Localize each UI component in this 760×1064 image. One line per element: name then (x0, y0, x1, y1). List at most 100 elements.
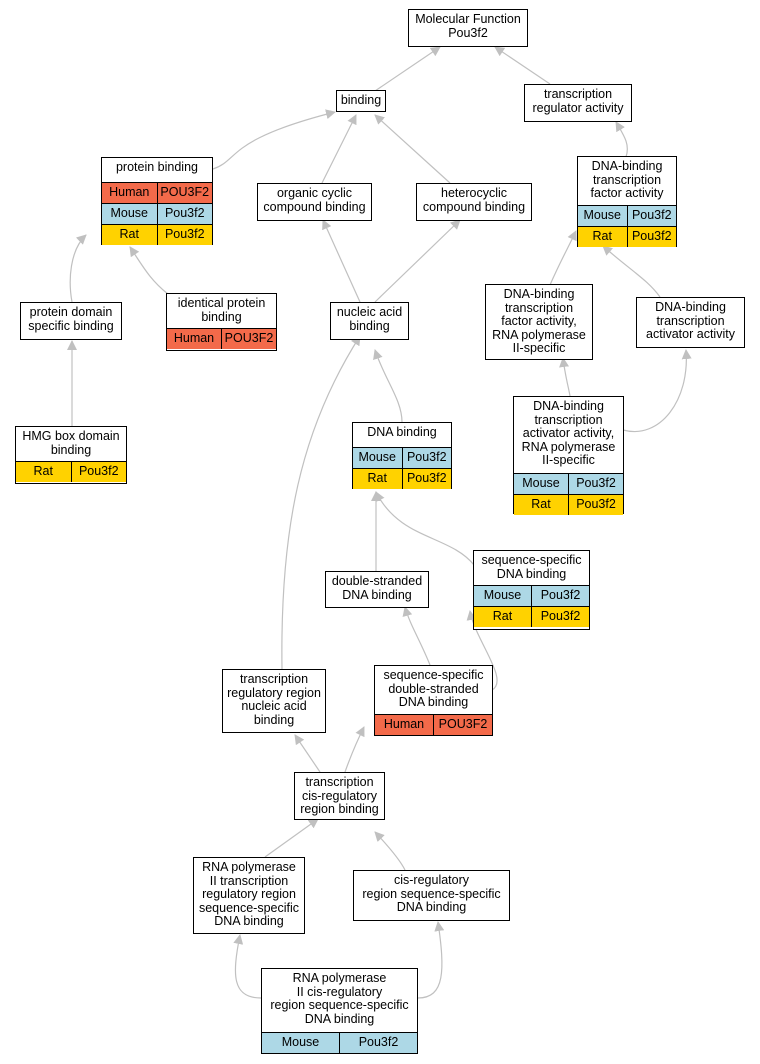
node-protein-domain-specific-binding[interactable]: protein domain specific binding (20, 302, 122, 340)
gene-symbol: Pou3f2 (156, 204, 212, 224)
organism-name: Mouse (474, 586, 531, 606)
node-identical-protein-binding[interactable]: identical protein binding Human POU3F2 (166, 293, 277, 351)
node-label: DNA-binding transcription activator acti… (646, 300, 735, 341)
node-nucleic-acid-binding[interactable]: nucleic acid binding (330, 302, 409, 340)
node-protein-binding[interactable]: protein binding Human POU3F2 Mouse Pou3f… (101, 157, 213, 245)
node-label: transcription cis-regulatory region bind… (300, 775, 379, 816)
node-molecular-function[interactable]: Molecular Function Pou3f2 (408, 9, 528, 47)
edge-dbtaa-to-dbtfa (602, 245, 661, 298)
edge-rp2cis-to-rp2 (233, 934, 262, 999)
node-rnap2-cis-regulatory-region-ssdb[interactable]: RNA polymerase II cis-regulatory region … (261, 968, 418, 1054)
edge-dbtaa2-to-dbtfa2 (559, 357, 571, 397)
org-row: Rat Pou3f2 (353, 468, 451, 489)
edge-tcrrb-to-trrnab (294, 734, 321, 773)
node-label: sequence-specific double-stranded DNA bi… (383, 668, 484, 709)
edge-dbtaa2-to-dbtaa (622, 349, 692, 433)
org-row: Rat Pou3f2 (102, 224, 212, 245)
edge-trrnab-to-nab (281, 335, 361, 670)
node-label: sequence-specific DNA binding (481, 553, 582, 581)
node-label: heterocyclic compound binding (422, 186, 526, 214)
organism-name: Human (375, 715, 433, 735)
edge-tcrrb-to-ssdsdb (344, 726, 365, 773)
gene-symbol: Pou3f2 (568, 474, 623, 494)
node-cis-regulatory-region-ssdb[interactable]: cis-regulatory region sequence-specific … (353, 870, 510, 921)
organism-name: Rat (578, 227, 627, 247)
gene-symbol: Pou3f2 (156, 225, 212, 245)
gene-symbol: POU3F2 (433, 715, 492, 735)
edge-binding-to-mf (374, 46, 441, 92)
org-row: Mouse Pou3f2 (514, 473, 623, 494)
organism-name: Rat (353, 469, 402, 489)
organism-name: Rat (474, 607, 531, 627)
org-row: Rat Pou3f2 (578, 226, 676, 247)
edge-dbtfa2-to-dbtfa (549, 230, 577, 286)
node-dna-binding[interactable]: DNA binding Mouse Pou3f2 Rat Pou3f2 (352, 422, 452, 489)
gene-symbol: Pou3f2 (626, 227, 676, 247)
gene-symbol: Pou3f2 (70, 462, 126, 482)
node-sequence-specific-dna-binding[interactable]: sequence-specific DNA binding Mouse Pou3… (473, 550, 590, 630)
node-label: cis-regulatory region sequence-specific … (362, 873, 501, 914)
organism-name: Mouse (353, 448, 402, 468)
node-label: DNA-binding transcription factor activit… (590, 159, 664, 200)
node-label: DNA binding (367, 425, 437, 439)
edge-pb-to-binding (212, 109, 336, 170)
edge-dnab-to-nab (373, 349, 403, 423)
node-label: protein domain specific binding (28, 305, 114, 333)
node-label: transcription regulator activity (532, 87, 624, 115)
org-row: Mouse Pou3f2 (262, 1032, 417, 1053)
org-row: Mouse Pou3f2 (353, 447, 451, 468)
node-label: DNA-binding transcription factor activit… (492, 287, 586, 355)
edge-crssdb-to-tcrrb (374, 831, 406, 871)
node-label: RNA polymerase II cis-regulatory region … (270, 971, 409, 1026)
node-dna-binding-transcription-factor-activity[interactable]: DNA-binding transcription factor activit… (577, 156, 677, 247)
org-row: Mouse Pou3f2 (102, 203, 212, 224)
node-label: double-stranded DNA binding (331, 574, 423, 602)
node-label: binding (340, 93, 382, 107)
node-transcription-regulator-activity[interactable]: transcription regulator activity (524, 84, 632, 122)
edge-pdsb-to-pb (69, 234, 87, 303)
node-double-stranded-dna-binding[interactable]: double-stranded DNA binding (325, 571, 429, 608)
gene-symbol: Pou3f2 (401, 448, 451, 468)
node-rnap2-transcription-regulatory-region-ssdb[interactable]: RNA polymerase II transcription regulato… (193, 857, 305, 934)
node-sequence-specific-double-stranded-dna-binding[interactable]: sequence-specific double-stranded DNA bi… (374, 665, 493, 736)
node-label: nucleic acid binding (336, 305, 403, 333)
organism-name: Mouse (262, 1033, 339, 1053)
node-label: RNA polymerase II transcription regulato… (198, 860, 300, 928)
organism-name: Mouse (102, 204, 157, 224)
org-row: Mouse Pou3f2 (474, 585, 589, 606)
node-label: identical protein binding (177, 296, 266, 324)
edge-dbtfa-to-tra (615, 121, 628, 158)
node-dna-binding-transcription-activator-activity[interactable]: DNA-binding transcription activator acti… (636, 297, 745, 348)
node-label: HMG box domain binding (22, 429, 120, 457)
edge-ssdb-to-dnab (375, 491, 475, 566)
gene-symbol: Pou3f2 (568, 495, 623, 515)
gene-symbol: Pou3f2 (531, 607, 589, 627)
node-organic-cyclic-compound-binding[interactable]: organic cyclic compound binding (257, 183, 372, 221)
edge-nab-to-occb (322, 219, 361, 303)
node-binding[interactable]: binding (336, 90, 386, 112)
node-transcription-regulatory-region-nucleic-acid-binding[interactable]: transcription regulatory region nucleic … (222, 669, 326, 733)
gene-symbol: Pou3f2 (531, 586, 589, 606)
org-row: Human POU3F2 (375, 714, 492, 735)
org-row: Human POU3F2 (167, 328, 276, 349)
organism-name: Human (102, 183, 157, 203)
gene-symbol: Pou3f2 (339, 1033, 417, 1053)
organism-name: Rat (102, 225, 157, 245)
edge-tra-to-mf (494, 46, 551, 85)
edge-ipb-to-pb (129, 246, 169, 295)
edge-occb-to-binding (321, 114, 357, 184)
gene-symbol: POU3F2 (156, 183, 212, 203)
edge-rp2-to-tcrrb (264, 818, 319, 858)
org-row: Rat Pou3f2 (16, 461, 126, 482)
organism-name: Rat (16, 462, 71, 482)
gene-symbol: POU3F2 (221, 329, 276, 349)
node-dna-binding-tf-activity-rnap2[interactable]: DNA-binding transcription factor activit… (485, 284, 593, 360)
node-label: DNA-binding transcription activator acti… (521, 399, 616, 467)
node-transcription-cis-regulatory-region-binding[interactable]: transcription cis-regulatory region bind… (294, 772, 385, 820)
node-heterocyclic-compound-binding[interactable]: heterocyclic compound binding (416, 183, 532, 221)
node-hmg-box-domain-binding[interactable]: HMG box domain binding Rat Pou3f2 (15, 426, 127, 484)
edge-ssdsdb-to-dsdb (402, 606, 431, 666)
node-dna-binding-transcription-activator-activity-rnap2[interactable]: DNA-binding transcription activator acti… (513, 396, 624, 515)
node-label: organic cyclic compound binding (263, 186, 366, 214)
organism-name: Rat (514, 495, 568, 515)
